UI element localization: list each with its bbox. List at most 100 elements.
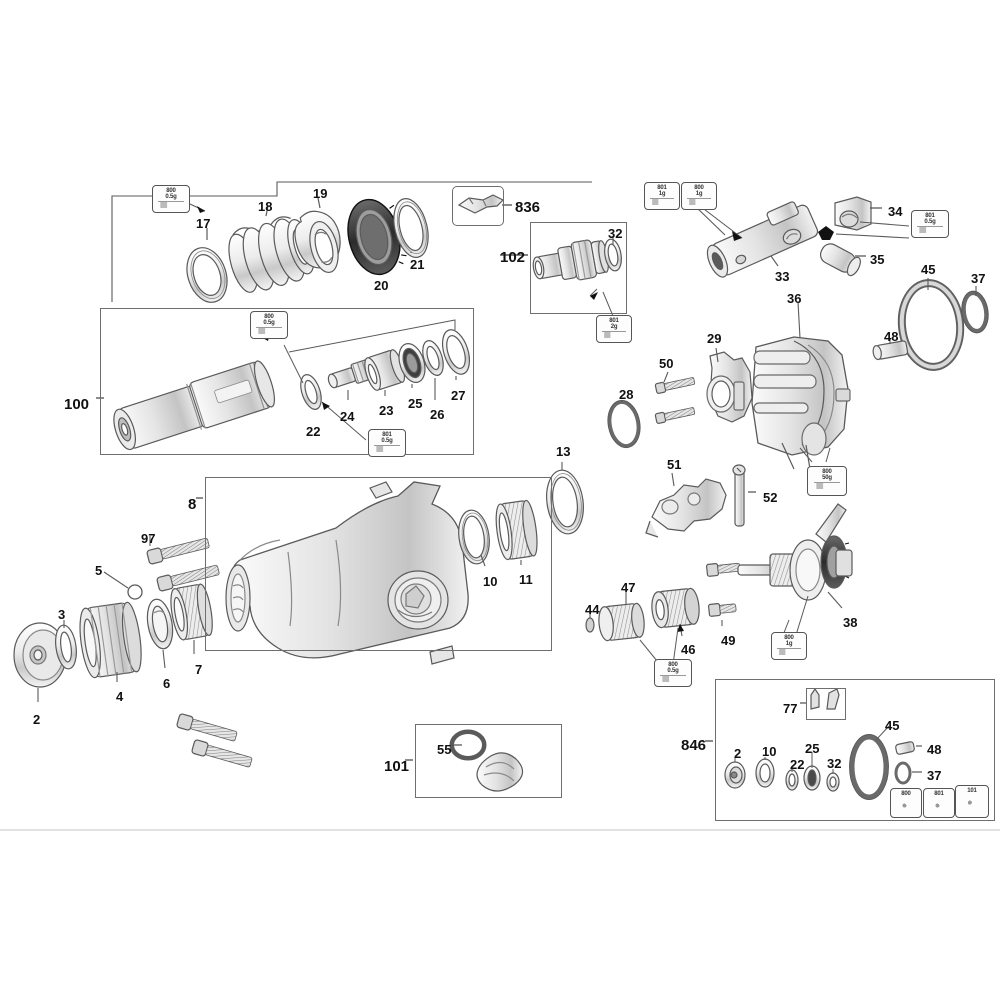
part-number-24: 24 xyxy=(340,409,355,424)
part-number-50: 50 xyxy=(659,356,674,371)
inset-callout-800: 800 xyxy=(890,788,922,818)
part-number-77: 77 xyxy=(783,701,798,716)
grease-quantity: 0.5g xyxy=(924,219,936,225)
grease-quantity: 2g xyxy=(610,324,618,330)
part-number-17: 17 xyxy=(196,216,211,231)
grease-part-number: 801 xyxy=(657,185,667,191)
grease-part-number: 801 xyxy=(382,432,392,438)
grease-tube-icon xyxy=(813,482,841,489)
part-number-29: 29 xyxy=(707,331,722,346)
part-number-97: 97 xyxy=(141,531,156,546)
inset-part-number: 800 xyxy=(901,791,911,797)
grease-tube-icon xyxy=(256,327,282,334)
grease-tube-icon xyxy=(687,198,711,205)
part-number-32: 32 xyxy=(608,226,623,241)
part-number-55: 55 xyxy=(437,742,452,757)
panel-8 xyxy=(205,477,552,651)
inset-tube-icon xyxy=(928,799,950,811)
panel-101 xyxy=(415,724,562,798)
part-number-48: 48 xyxy=(884,329,899,344)
part-number-45: 45 xyxy=(921,262,936,277)
grease-part-number: 800 xyxy=(264,314,274,320)
part-number-8: 8 xyxy=(188,496,197,513)
part-number-38: 38 xyxy=(843,615,858,630)
part-number-28: 28 xyxy=(619,387,634,402)
inset-tube-icon xyxy=(895,799,917,811)
grease-tube-icon xyxy=(374,445,400,452)
part-number-27: 27 xyxy=(451,388,466,403)
part-number-3: 3 xyxy=(58,607,66,622)
part-number-4: 4 xyxy=(116,689,124,704)
part-number-846: 846 xyxy=(681,737,707,754)
part-number-101: 101 xyxy=(384,758,410,775)
part-number-2: 2 xyxy=(33,712,41,727)
grease-part-number: 801 xyxy=(609,318,619,324)
grease-tube-icon xyxy=(650,198,674,205)
part-number-22: 22 xyxy=(306,424,321,439)
grease-quantity: 0.5g xyxy=(667,668,679,674)
part-number-18: 18 xyxy=(258,199,273,214)
grease-tube-icon xyxy=(777,648,801,655)
panel-100 xyxy=(100,308,474,455)
grease-quantity: 1g xyxy=(658,191,666,197)
part-number-22: 22 xyxy=(790,757,805,772)
inset-callout-801: 801 xyxy=(923,788,955,818)
grease-part-number: 800 xyxy=(668,662,678,668)
panel-102 xyxy=(530,222,627,314)
inset-callout-101: 101 xyxy=(955,785,989,818)
part-number-102: 102 xyxy=(500,249,526,266)
part-number-11: 11 xyxy=(519,572,533,587)
part-number-36: 36 xyxy=(787,291,802,306)
part-number-44: 44 xyxy=(585,602,600,617)
part-number-52: 52 xyxy=(763,490,778,505)
part-number-10: 10 xyxy=(483,574,498,589)
grease-part-number: 800 xyxy=(784,635,794,641)
part-number-35: 35 xyxy=(870,252,885,267)
part-number-2: 2 xyxy=(734,746,742,761)
part-number-51: 51 xyxy=(667,457,682,472)
inset-part-number: 801 xyxy=(934,791,944,797)
part-number-23: 23 xyxy=(379,403,394,418)
part-number-7: 7 xyxy=(195,662,203,677)
part-number-13: 13 xyxy=(556,444,571,459)
inset-tube-icon xyxy=(960,796,984,808)
panel-846 xyxy=(715,679,995,821)
part-number-100: 100 xyxy=(64,396,90,413)
panel-77 xyxy=(806,688,846,720)
grease-tube-icon xyxy=(660,675,686,682)
grease-quantity: 1g xyxy=(695,191,703,197)
part-number-37: 37 xyxy=(927,768,942,783)
part-number-33: 33 xyxy=(775,269,790,284)
part-number-20: 20 xyxy=(374,278,389,293)
grease-part-number: 800 xyxy=(694,185,704,191)
part-number-37: 37 xyxy=(971,271,986,286)
part-number-6: 6 xyxy=(163,676,171,691)
part-number-34: 34 xyxy=(888,204,903,219)
part-number-836: 836 xyxy=(515,199,541,216)
grease-quantity: 0.5g xyxy=(263,320,275,326)
part-number-45: 45 xyxy=(885,718,900,733)
part-number-25: 25 xyxy=(805,741,820,756)
grease-part-number: 800 xyxy=(166,188,176,194)
grease-quantity: 0.5g xyxy=(381,438,393,444)
grease-tube-icon xyxy=(917,226,943,233)
part-number-47: 47 xyxy=(621,580,636,595)
grease-part-number: 801 xyxy=(925,213,935,219)
inset-part-number: 101 xyxy=(967,788,977,794)
part-number-5: 5 xyxy=(95,563,103,578)
part-number-19: 19 xyxy=(313,186,328,201)
part-number-21: 21 xyxy=(410,257,425,272)
grease-quantity: 50g xyxy=(822,475,832,481)
part-number-49: 49 xyxy=(721,633,736,648)
part-number-26: 26 xyxy=(430,407,445,422)
grease-tube-icon xyxy=(158,201,184,208)
